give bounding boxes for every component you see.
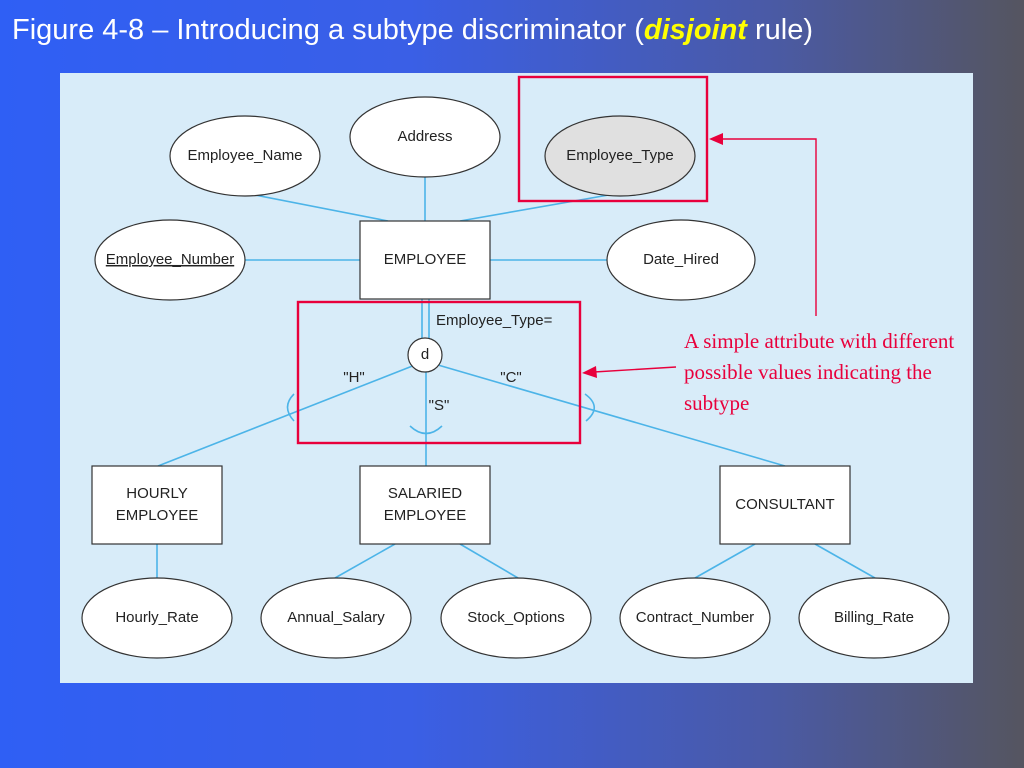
attribute-address-label: Address <box>397 128 452 145</box>
attribute-employee-name: Employee_Name <box>169 115 321 197</box>
attribute-date-hired: Date_Hired <box>606 219 756 301</box>
callout-arrow-to-attribute <box>720 138 817 316</box>
entity-hourly-line2: EMPLOYEE <box>116 507 199 524</box>
attribute-contract-number: Contract_Number <box>619 577 771 659</box>
attribute-employee-number: Employee_Number <box>94 219 246 301</box>
connector-employee-name <box>244 192 389 222</box>
connector-hourly <box>157 364 416 467</box>
attribute-employee-name-label: Employee_Name <box>187 147 302 164</box>
entity-hourly-employee: HOURLY EMPLOYEE <box>91 465 223 545</box>
discriminator-label: Employee_Type= <box>436 312 553 329</box>
entity-salaried-line1: SALARIED <box>388 485 462 502</box>
attribute-employee-type: Employee_Type <box>544 115 696 197</box>
subset-arc-consultant <box>584 393 596 422</box>
attribute-billing-rate-label: Billing_Rate <box>834 609 914 626</box>
connector-billing-rate <box>814 543 876 579</box>
attribute-annual-salary-label: Annual_Salary <box>287 609 385 626</box>
subset-arc-salaried <box>409 425 443 435</box>
entity-salaried-line2: EMPLOYEE <box>384 507 467 524</box>
attribute-billing-rate: Billing_Rate <box>798 577 950 659</box>
callout-arrow-to-discriminator <box>593 366 677 373</box>
entity-hourly-line1: HOURLY <box>126 485 187 502</box>
er-diagram: Employee_Name Address Employee_Type Empl… <box>81 75 950 659</box>
entity-consultant-label: CONSULTANT <box>735 496 834 513</box>
title-emphasis: disjoint <box>643 14 747 46</box>
discriminator-value-hourly: "H" <box>343 369 364 386</box>
subset-arc-hourly <box>286 393 295 422</box>
slide-title: Figure 4-8 – Introducing a subtype discr… <box>12 14 813 47</box>
attribute-stock-options: Stock_Options <box>440 577 592 659</box>
connector-stock-options <box>459 543 519 579</box>
discriminator-value-consultant: "C" <box>500 369 521 386</box>
title-prefix: Figure 4-8 – Introducing a subtype discr… <box>12 14 644 46</box>
attribute-address: Address <box>349 96 501 178</box>
entity-salaried-employee: SALARIED EMPLOYEE <box>359 465 491 545</box>
attribute-employee-number-label: Employee_Number <box>106 251 234 268</box>
entity-consultant: CONSULTANT <box>719 465 851 545</box>
highlight-box-employee-type <box>517 75 709 203</box>
attribute-employee-type-label: Employee_Type <box>566 147 674 164</box>
discriminator-value-salaried: "S" <box>429 397 450 414</box>
arrowhead-attribute <box>709 133 723 145</box>
attribute-hourly-rate: Hourly_Rate <box>81 577 233 659</box>
entity-employee: EMPLOYEE <box>359 220 491 300</box>
highlight-box-discriminator <box>296 300 582 445</box>
er-diagram-panel: Employee_Name Address Employee_Type Empl… <box>60 73 973 683</box>
attribute-stock-options-label: Stock_Options <box>467 609 565 626</box>
disjoint-constraint-circle: d <box>407 337 443 373</box>
attribute-date-hired-label: Date_Hired <box>643 251 719 268</box>
title-suffix: rule) <box>746 14 814 46</box>
connector-employee-type <box>459 192 621 222</box>
connector-contract-number <box>694 543 756 579</box>
entity-employee-label: EMPLOYEE <box>384 251 467 268</box>
connector-consultant <box>437 364 786 467</box>
attribute-hourly-rate-label: Hourly_Rate <box>115 609 198 626</box>
attribute-contract-number-label: Contract_Number <box>636 609 754 626</box>
constraint-symbol: d <box>421 346 429 363</box>
arrowhead-discriminator <box>582 366 597 378</box>
callout-text: A simple attribute with different possib… <box>684 329 955 415</box>
attribute-annual-salary: Annual_Salary <box>260 577 412 659</box>
connector-annual-salary <box>334 543 396 579</box>
